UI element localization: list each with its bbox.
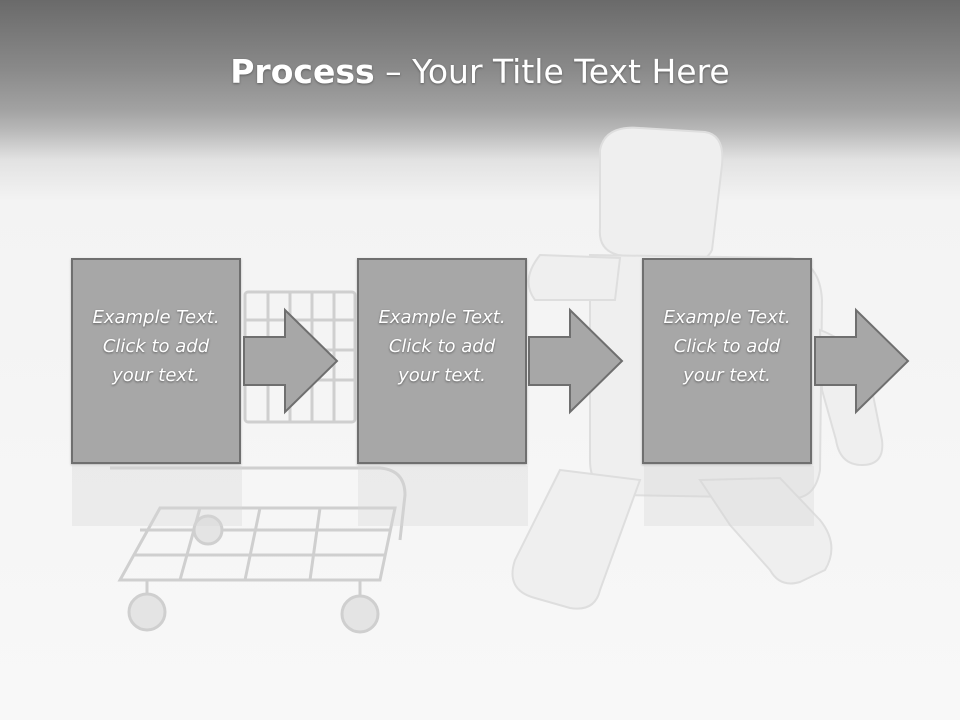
arrow-3 [814, 307, 910, 415]
step-1-line-3: your text. [112, 364, 200, 386]
arrow-2 [528, 307, 624, 415]
title-bold-text: Process [230, 52, 375, 91]
step-2-line-2: Click to add [388, 335, 496, 357]
process-step-2-text: Example Text. Click to add your text. [378, 303, 505, 390]
process-step-3-text: Example Text. Click to add your text. [663, 303, 790, 390]
process-step-1-box[interactable]: Example Text. Click to add your text. [71, 258, 241, 464]
process-step-2-box[interactable]: Example Text. Click to add your text. [357, 258, 527, 464]
reflections [72, 466, 814, 526]
step-2-line-1: Example Text. [378, 306, 506, 328]
arrow-1 [243, 307, 339, 415]
step-3-line-1: Example Text. [663, 306, 791, 328]
shopping-cart-illustration [110, 290, 407, 634]
title-rest-text: – Your Title Text Here [374, 52, 730, 91]
process-step-1-text: Example Text. Click to add your text. [92, 303, 219, 390]
process-step-3-box[interactable]: Example Text. Click to add your text. [642, 258, 812, 464]
slide-title[interactable]: Process – Your Title Text Here [0, 52, 960, 91]
process-arrows [243, 307, 910, 415]
step-1-line-2: Click to add [102, 335, 210, 357]
step-1-line-1: Example Text. [92, 306, 220, 328]
step-3-line-3: your text. [683, 364, 771, 386]
step-2-line-3: your text. [398, 364, 486, 386]
step-3-line-2: Click to add [673, 335, 781, 357]
